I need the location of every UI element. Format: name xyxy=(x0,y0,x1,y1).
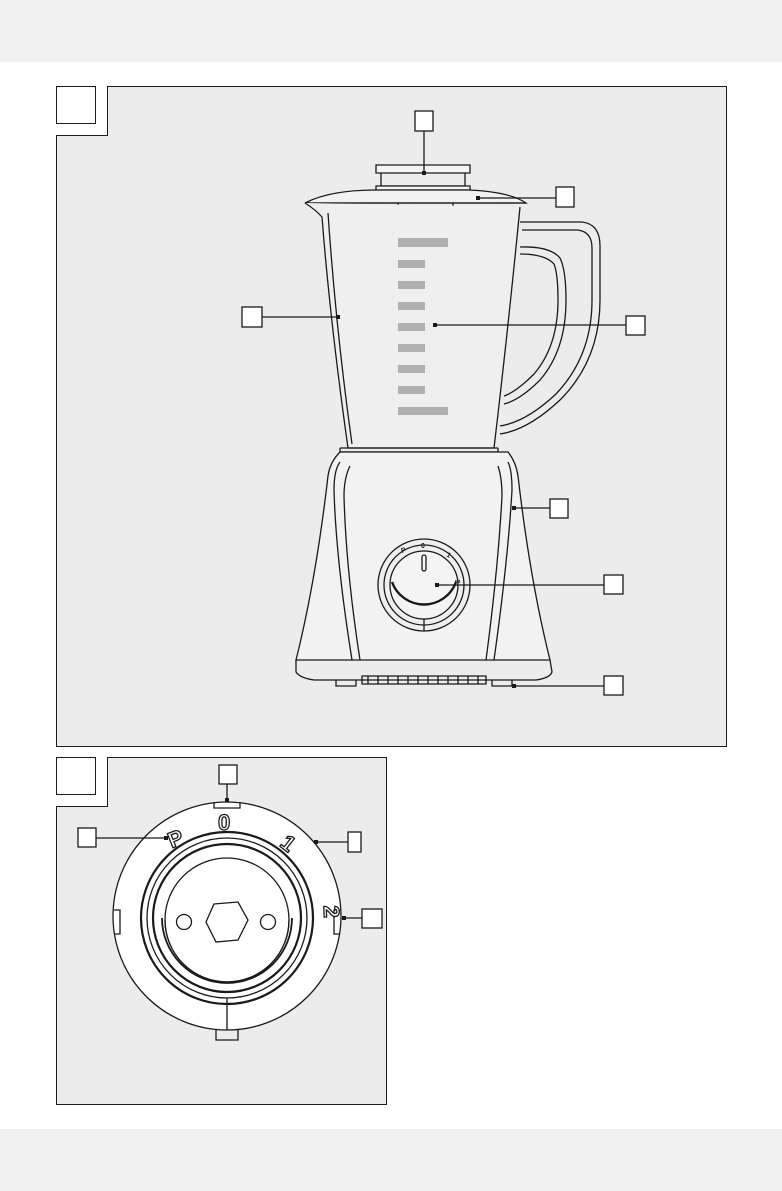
dial-label-0: 0 xyxy=(218,810,230,835)
lid-cap xyxy=(376,165,470,190)
dial-label-2: 2 xyxy=(319,905,344,918)
jug-dial-label-0: 0 xyxy=(421,543,425,550)
